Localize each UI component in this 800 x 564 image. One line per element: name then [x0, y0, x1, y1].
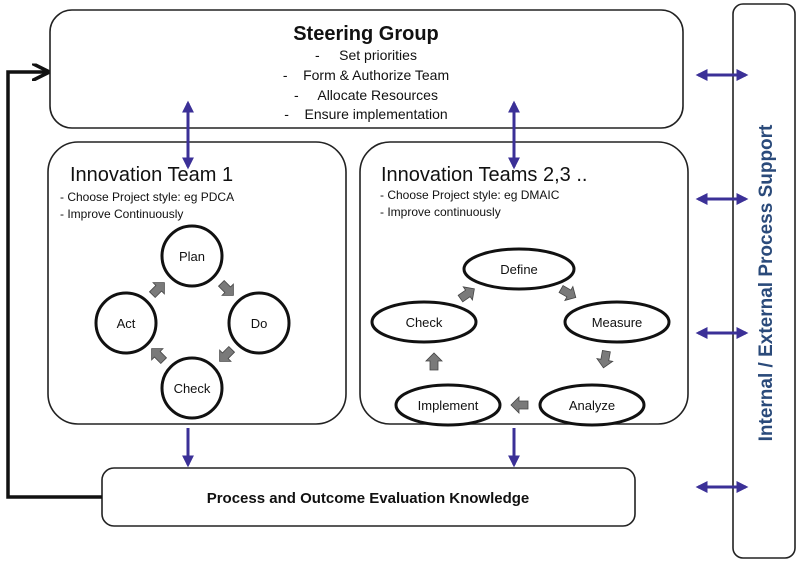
- svg-text:Check: Check: [406, 315, 443, 330]
- svg-text:Check: Check: [174, 381, 211, 396]
- evaluation-box: Process and Outcome Evaluation Knowledge: [101, 467, 636, 527]
- dmaic-node-analyze: Analyze: [538, 383, 646, 427]
- team2-note: - Improve continuously: [380, 205, 501, 219]
- steering-group-box: Steering Group - Set priorities - Form &…: [49, 9, 684, 129]
- svg-text:Define: Define: [500, 262, 538, 277]
- dmaic-arrow-analyze-implement: [510, 396, 529, 414]
- dmaic-arrow-check-define: [457, 286, 475, 303]
- process-support-label: Internal / External Process Support: [756, 124, 777, 441]
- steering-item: - Allocate Resources: [294, 87, 438, 103]
- steering-group-title: Steering Group: [293, 23, 439, 45]
- team2-note: - Choose Project style: eg DMAIC: [380, 188, 560, 202]
- innovation-teams-2-3-box: Innovation Teams 2,3 .. - Choose Project…: [359, 141, 689, 427]
- pdca-node-check: Check: [160, 356, 224, 420]
- dmaic-node-measure: Measure: [563, 300, 671, 344]
- svg-text:Plan: Plan: [179, 249, 205, 264]
- process-support-box: Internal / External Process Support: [732, 3, 796, 559]
- dmaic-arrow-measure-analyze: [596, 349, 614, 369]
- pdca-node-do: Do: [227, 291, 291, 355]
- team1-note: - Improve Continuously: [60, 207, 183, 221]
- pdca-node-act: Act: [94, 291, 158, 355]
- dmaic-arrow-implement-check: [425, 352, 443, 371]
- pdca-arrow-plan-do: [217, 279, 234, 296]
- svg-text:Analyze: Analyze: [569, 398, 615, 413]
- pdca-arrow-check-act: [151, 348, 168, 365]
- pdca-arrow-do-check: [219, 345, 236, 362]
- pdca-node-plan: Plan: [160, 224, 224, 288]
- steering-item: - Form & Authorize Team: [283, 67, 449, 83]
- svg-text:Implement: Implement: [418, 398, 479, 413]
- team1-title: Innovation Team 1: [70, 164, 233, 186]
- team1-note: - Choose Project style: eg PDCA: [60, 190, 234, 204]
- svg-text:Do: Do: [251, 316, 268, 331]
- steering-item: - Set priorities: [315, 47, 417, 63]
- innovation-team-1-box: Innovation Team 1 - Choose Project style…: [47, 141, 347, 425]
- pdca-arrow-act-plan: [148, 282, 165, 299]
- team2-title: Innovation Teams 2,3 ..: [381, 164, 587, 186]
- steering-item: - Ensure implementation: [284, 106, 447, 122]
- svg-text:Act: Act: [117, 316, 136, 331]
- evaluation-label: Process and Outcome Evaluation Knowledge: [207, 490, 530, 507]
- dmaic-node-define: Define: [462, 247, 576, 291]
- svg-text:Measure: Measure: [592, 315, 643, 330]
- feedback-loop-arrow: [6, 72, 102, 499]
- dmaic-node-check: Check: [370, 300, 478, 344]
- dmaic-node-implement: Implement: [394, 383, 502, 427]
- dmaic-arrow-define-measure: [558, 284, 577, 302]
